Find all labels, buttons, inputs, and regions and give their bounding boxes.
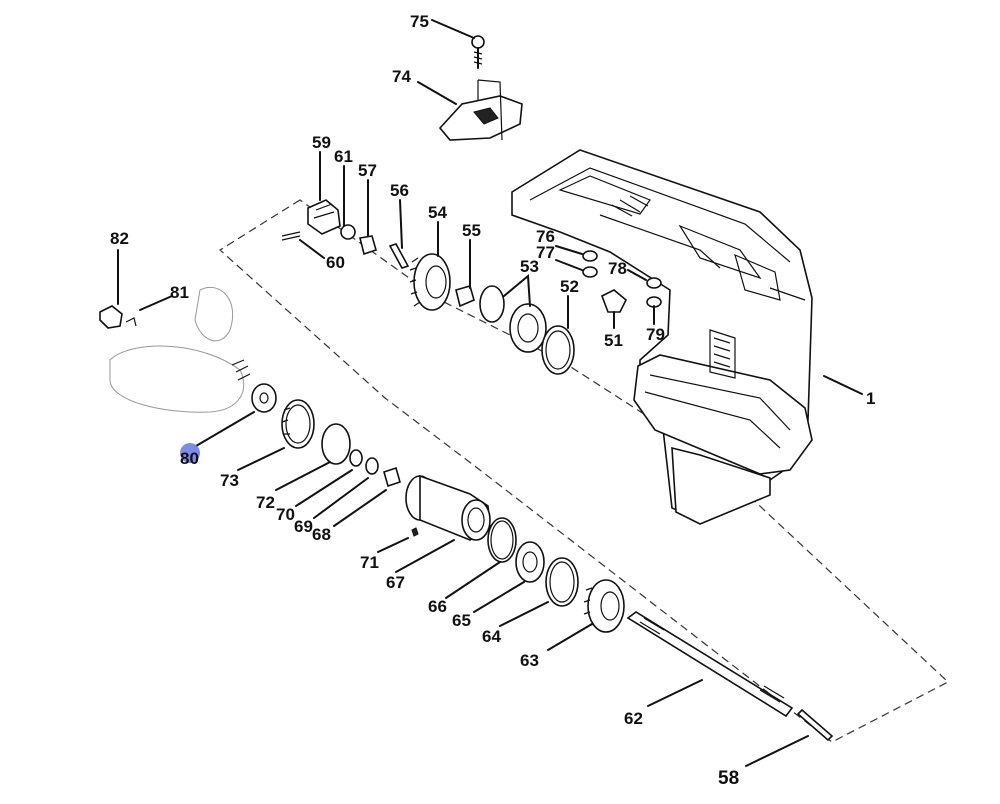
label-63: 63: [520, 651, 539, 670]
reverse-shim: [545, 557, 579, 607]
label-64: 64: [482, 627, 501, 646]
label-58: 58: [718, 768, 739, 789]
forward-gear: [409, 253, 451, 311]
label-73: 73: [220, 471, 239, 490]
shift-shaft: [359, 235, 410, 269]
label-81: 81: [170, 283, 189, 302]
highlight-marker: [180, 443, 200, 463]
label-51: 51: [604, 331, 623, 350]
label-80: 80: [180, 449, 199, 468]
label-70: 70: [276, 505, 295, 524]
label-60: 60: [326, 253, 345, 272]
cross-pin: [796, 708, 834, 742]
label-55: 55: [462, 221, 481, 240]
label-77: 77: [536, 243, 555, 262]
gear-housing: [511, 149, 813, 525]
label-69: 69: [294, 517, 313, 536]
label-82: 82: [110, 229, 129, 248]
bolt: [471, 35, 485, 69]
label-53: 53: [520, 257, 539, 276]
label-61: 61: [334, 147, 353, 166]
anodic-plate: [438, 79, 523, 141]
label-76: 76: [536, 227, 555, 246]
label-65: 65: [452, 611, 471, 630]
label-57: 57: [358, 161, 377, 180]
bearing-set: [349, 449, 401, 488]
shift-cam: [600, 289, 627, 313]
label-79: 79: [646, 325, 665, 344]
small-nuts: [582, 250, 662, 308]
label-66: 66: [428, 597, 447, 616]
propeller-shaft: [626, 611, 794, 718]
label-78: 78: [608, 259, 627, 278]
label-52: 52: [560, 277, 579, 296]
label-67: 67: [386, 573, 405, 592]
thrust-washer: [251, 383, 277, 413]
tab-washer: [281, 399, 315, 449]
reverse-bearing: [515, 541, 545, 583]
label-54: 54: [428, 203, 447, 222]
label-1: 1: [866, 389, 875, 408]
reverse-gear: [583, 579, 625, 633]
needle-bearing: [455, 285, 475, 308]
carrier-o-ring: [487, 517, 517, 563]
label-68: 68: [312, 525, 331, 544]
label-74: 74: [392, 67, 411, 86]
label-71: 71: [360, 553, 379, 572]
label-72: 72: [256, 493, 275, 512]
shim-ring: [541, 325, 575, 375]
label-56: 56: [390, 181, 409, 200]
shift-coupler: [281, 199, 356, 241]
part-labels: 75 74 59 61 57 56 54 55 53 52 76 77 78 7…: [110, 12, 875, 789]
label-75: 75: [410, 12, 429, 31]
retainer-ring: [321, 423, 351, 465]
label-59: 59: [312, 133, 331, 152]
assembly-dashed-outline: [219, 199, 950, 743]
bearing-carrier: [405, 474, 491, 541]
prop-nut: [99, 305, 137, 329]
label-62: 62: [624, 709, 643, 728]
tapered-bearing: [479, 285, 547, 353]
propeller-outline: [109, 286, 251, 413]
leader-lines: [117, 19, 863, 767]
